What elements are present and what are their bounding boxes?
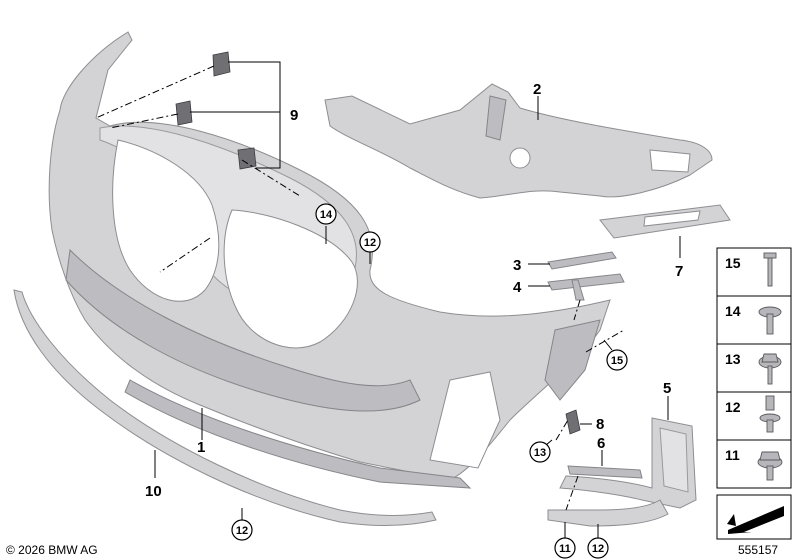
callout-5[interactable]: 5 bbox=[663, 380, 671, 397]
lower-trim-piece[interactable] bbox=[547, 499, 669, 527]
ring-callout-15[interactable]: 15 bbox=[606, 349, 628, 371]
side-trim-5[interactable] bbox=[559, 417, 697, 509]
svg-text:12: 12 bbox=[236, 525, 248, 537]
svg-text:12: 12 bbox=[725, 399, 741, 415]
callout-6[interactable]: 6 bbox=[597, 435, 605, 452]
svg-text:15: 15 bbox=[725, 255, 741, 271]
ring-callout-12-bottom[interactable]: 12 bbox=[587, 537, 609, 559]
legend-item-11[interactable]: 11 bbox=[725, 447, 783, 481]
retainer-clip-middle[interactable] bbox=[175, 100, 193, 126]
svg-text:14: 14 bbox=[725, 303, 741, 319]
orientation-arrow-icon bbox=[727, 506, 784, 534]
legend-item-15[interactable]: 15 bbox=[725, 252, 777, 287]
front-bumper-panel[interactable] bbox=[48, 31, 611, 489]
callout-10[interactable]: 10 bbox=[145, 483, 162, 500]
svg-text:11: 11 bbox=[559, 543, 571, 555]
svg-text:12: 12 bbox=[364, 237, 376, 249]
ring-callout-13[interactable]: 13 bbox=[529, 441, 551, 463]
svg-text:12: 12 bbox=[592, 543, 604, 555]
assembly-lines bbox=[95, 65, 625, 511]
svg-text:15: 15 bbox=[611, 355, 623, 367]
air-duct-grille[interactable] bbox=[599, 204, 731, 239]
callout-9[interactable]: 9 bbox=[290, 107, 298, 124]
bracket-3[interactable] bbox=[547, 251, 617, 270]
leader-lines bbox=[154, 61, 681, 540]
copyright-text: © 2026 BMW AG bbox=[6, 543, 98, 557]
svg-text:11: 11 bbox=[725, 447, 740, 463]
svg-text:14: 14 bbox=[320, 209, 333, 221]
legend-item-13[interactable]: 13 bbox=[725, 351, 782, 385]
retainer-clip-lower[interactable] bbox=[237, 147, 257, 170]
callout-7[interactable]: 7 bbox=[675, 263, 683, 280]
callout-2[interactable]: 2 bbox=[533, 81, 541, 98]
callout-3[interactable]: 3 bbox=[513, 257, 521, 274]
ring-callout-14[interactable]: 14 bbox=[315, 203, 337, 225]
callout-1[interactable]: 1 bbox=[197, 439, 205, 456]
retainer-clip-upper[interactable] bbox=[212, 51, 231, 77]
callout-4[interactable]: 4 bbox=[513, 279, 522, 296]
ring-callout-11[interactable]: 11 bbox=[554, 537, 576, 559]
callout-8[interactable]: 8 bbox=[596, 416, 604, 433]
trim-strip-6[interactable] bbox=[567, 465, 643, 479]
diagram-number: 555157 bbox=[738, 543, 778, 557]
bumper-carrier-bracket[interactable] bbox=[324, 83, 713, 199]
lower-spoiler-lip[interactable] bbox=[13, 289, 437, 527]
clip-8[interactable] bbox=[565, 409, 581, 435]
legend-item-12[interactable]: 12 bbox=[725, 395, 781, 433]
svg-text:13: 13 bbox=[534, 447, 546, 459]
fastener-legend: 15 14 13 12 11 bbox=[716, 247, 792, 540]
legend-item-14[interactable]: 14 bbox=[725, 303, 782, 335]
bracket-4[interactable] bbox=[547, 273, 625, 301]
svg-text:13: 13 bbox=[725, 351, 741, 367]
ring-callout-12-upper[interactable]: 12 bbox=[359, 231, 381, 253]
ring-callout-12-lower[interactable]: 12 bbox=[231, 519, 253, 541]
